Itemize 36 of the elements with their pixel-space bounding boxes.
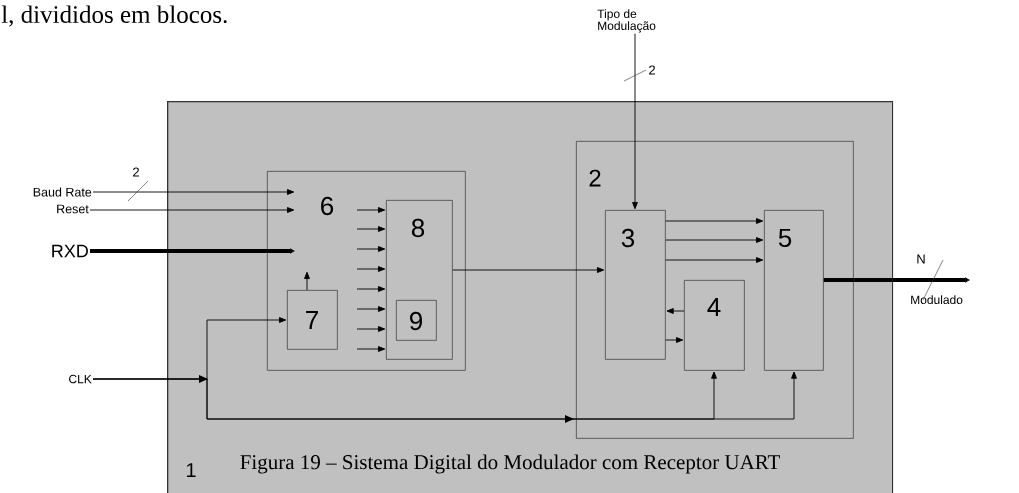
arrow [92, 189, 295, 195]
signal-label: CLK [69, 374, 92, 384]
arrow [356, 246, 386, 252]
arrow [356, 346, 386, 352]
arrow [452, 267, 605, 273]
arrow [665, 337, 684, 343]
signal-label: Reset [57, 204, 89, 214]
body-text: l, divididos em blocos. [1, 5, 227, 27]
signal-label: Baud Rate [33, 187, 92, 197]
signal-label: RXD [52, 244, 88, 258]
arrow [356, 266, 386, 272]
block-box: 7 [287, 290, 338, 350]
arrow [356, 286, 386, 292]
arrow [665, 257, 764, 263]
arrow [89, 207, 295, 213]
block-box: 9 [396, 300, 437, 341]
arrow [666, 308, 685, 314]
arrow [665, 237, 764, 243]
arrow [823, 277, 970, 283]
signal-label: Tipo de Modulação [597, 9, 656, 33]
block-box: 4 [684, 280, 745, 371]
arrow [356, 207, 386, 213]
block-box: 3 [605, 210, 666, 360]
arrow [632, 33, 638, 210]
arrow [90, 248, 295, 254]
edge-label: 2 [649, 65, 655, 75]
arrow [665, 218, 764, 224]
signal-label: Modulado [911, 295, 963, 304]
arrow [304, 271, 310, 291]
arrow [356, 306, 386, 312]
block-box: 5 [764, 210, 824, 371]
figure-caption: Figura 19 – Sistema Digital do Modulador com Receptor UART [240, 454, 780, 474]
edge-label: 2 [133, 167, 139, 177]
arrow [356, 326, 386, 332]
arrow [356, 226, 386, 232]
edge-label: N [917, 254, 925, 264]
